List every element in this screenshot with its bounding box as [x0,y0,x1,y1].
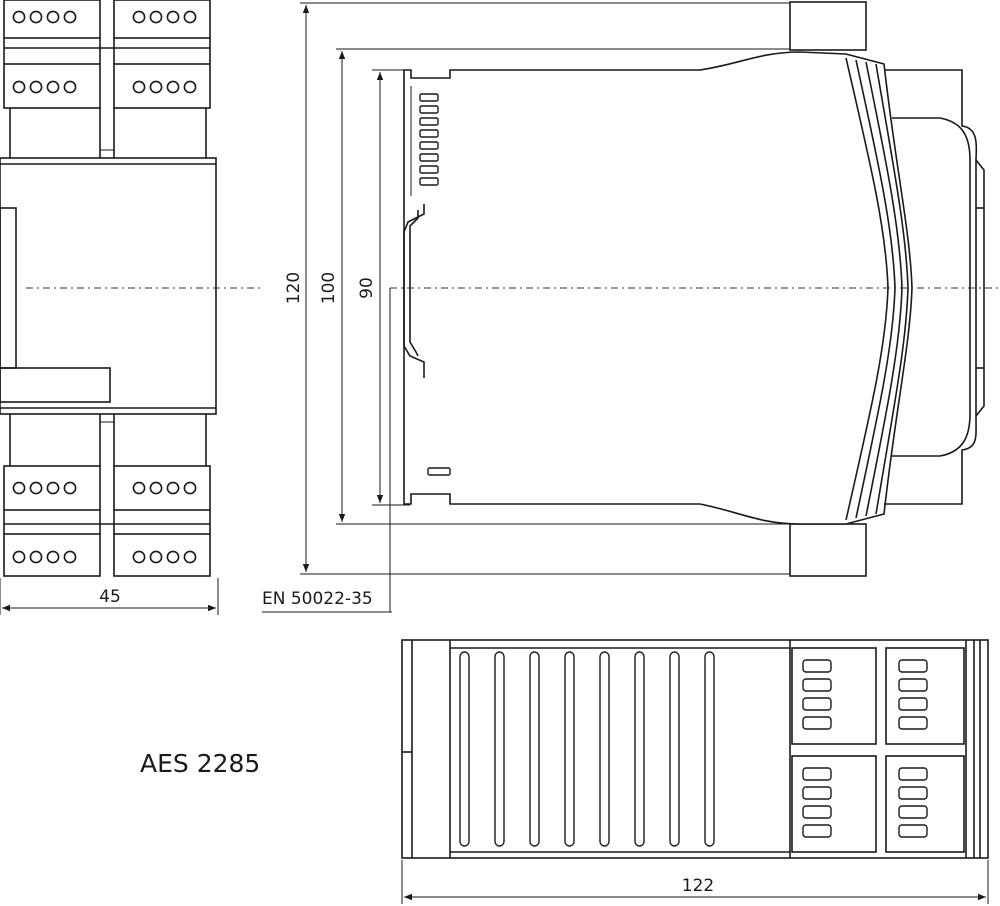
width-dimension-label: 45 [99,587,121,607]
bottom-terminal-blocks [3,414,211,577]
front-label-strip [0,367,111,403]
front-view: 45 [0,0,262,615]
top-terminal-blocks [3,0,211,158]
height-90-label: 90 [357,277,377,299]
height-100-label: 100 [319,272,339,304]
product-label: AES 2285 [140,749,260,778]
depth-dimension-label: 122 [682,876,714,896]
front-housing [0,157,217,415]
height-120-label: 120 [284,272,304,304]
rail-standard-label: EN 50022-35 [262,589,373,609]
top-view-terminals [791,647,965,853]
top-view-housing [401,639,989,859]
vent-slots [419,93,451,476]
bottom-clip [789,523,867,577]
side-view: 120 100 90 [262,1,1000,613]
top-view: 122 [401,639,989,904]
din-rail [403,204,425,378]
top-vent-slots [459,651,715,847]
top-clip [789,1,867,51]
